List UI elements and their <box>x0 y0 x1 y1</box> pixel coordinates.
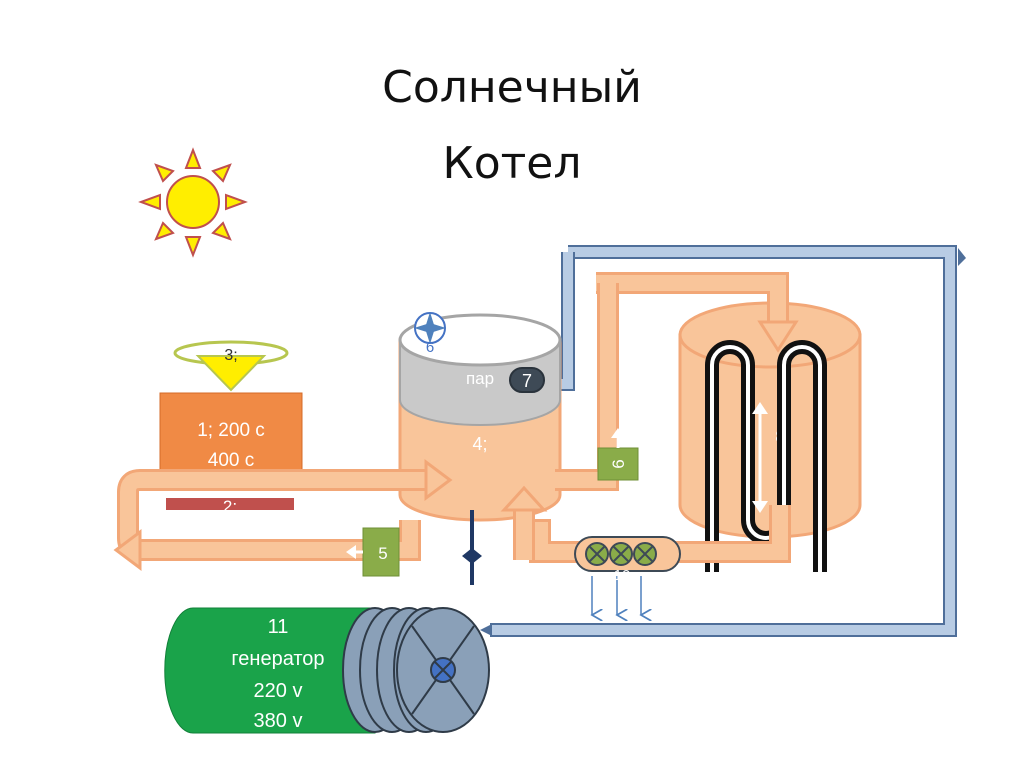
steam-valve-label: 7 <box>522 371 532 391</box>
generator-label-line1: 11 <box>268 616 289 638</box>
heater-plate <box>166 498 294 510</box>
generator-label-line4: 380 v <box>254 710 303 732</box>
solar-mirror <box>173 340 289 392</box>
generator-label-line2: генератор <box>231 648 324 670</box>
generator-rotor-icon <box>430 657 456 683</box>
heater-plate-label: 2; <box>223 497 237 516</box>
boiler-top-marker <box>414 312 446 344</box>
boiler-top-marker-label: 6 <box>426 339 434 356</box>
drain-valve-icon <box>462 510 482 585</box>
boiler-body-label: 4; <box>472 434 487 454</box>
page-title-line2: Котел <box>442 138 582 189</box>
page-title-line1: Солнечный <box>382 62 642 113</box>
turbine-wheel-icon <box>585 542 609 566</box>
hot-loop-pipe <box>113 459 453 571</box>
generator-label-line3: 220 v <box>254 680 303 702</box>
mirror-label: 3; <box>224 347 237 364</box>
turbine-label: 10 <box>614 567 631 584</box>
return-valve-label: 5 <box>378 544 387 563</box>
sun-icon <box>138 147 248 258</box>
turbine-wheel-icon <box>633 542 657 566</box>
turbine-assembly <box>574 536 681 615</box>
return-valve[interactable]: 5 <box>346 527 400 577</box>
generator <box>164 607 490 734</box>
turbine-wheel-icon <box>609 542 633 566</box>
storage-label-line1: 1; 200 c <box>197 420 265 441</box>
exchanger-coil <box>705 340 827 572</box>
steam-valve[interactable]: 7 <box>509 367 545 393</box>
condensate-pipe <box>500 485 791 563</box>
right-valve-label: 6 <box>609 459 628 468</box>
storage-label-line2: 400 c <box>208 450 254 471</box>
right-valve[interactable]: 6 <box>597 428 639 481</box>
steam-label: пар <box>466 369 494 388</box>
